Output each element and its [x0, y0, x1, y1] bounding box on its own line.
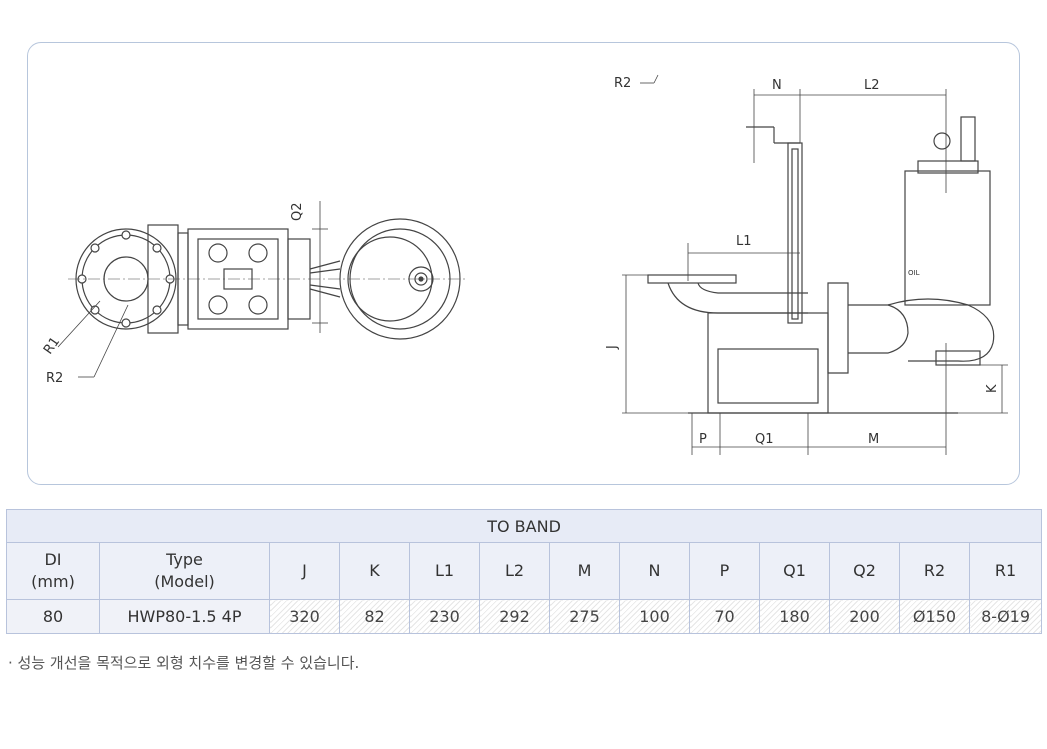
cell-l2: 292 [479, 599, 550, 634]
cell-q2: 200 [829, 599, 900, 634]
cell-l1: 230 [409, 599, 480, 634]
label-oil: OIL [908, 269, 920, 277]
cell-r2: Ø150 [899, 599, 970, 634]
header-di: DI(mm) [6, 542, 100, 600]
cell-m: 275 [549, 599, 620, 634]
label-r2-top: R2 [614, 76, 631, 91]
label-q2: Q2 [290, 202, 305, 221]
header-k: K [339, 542, 410, 600]
label-j: J [605, 345, 620, 350]
table-band-title: TO BAND [5, 509, 1043, 543]
header-n: N [619, 542, 690, 600]
label-n: N [772, 78, 782, 93]
header-q1: Q1 [759, 542, 830, 600]
label-l2: L2 [864, 78, 880, 93]
header-type: Type(Model) [99, 542, 270, 600]
label-k: K [985, 384, 1000, 393]
table-row: 80 HWP80-1.5 4P 320 82 230 292 275 100 7… [6, 599, 1043, 634]
label-r1: R1 [41, 335, 63, 358]
label-l1: L1 [736, 234, 752, 249]
header-r1: R1 [968, 542, 1043, 600]
cell-q1: 180 [759, 599, 830, 634]
header-p: P [689, 542, 760, 600]
table-header-row: DI(mm) Type(Model) J K L1 L2 M N P Q1 Q2… [6, 542, 1043, 600]
cell-type: HWP80-1.5 4P [99, 599, 270, 634]
dimension-drawing-panel: R2 N L2 L1 Q2 R1 R2 J K P Q1 M OIL [27, 42, 1020, 485]
label-q1: Q1 [755, 432, 774, 447]
label-m: M [868, 432, 879, 447]
header-l2: L2 [479, 542, 550, 600]
header-r2: R2 [899, 542, 970, 600]
cell-k: 82 [339, 599, 410, 634]
label-r2-left: R2 [46, 371, 63, 386]
cell-r1: 8-Ø19 [968, 599, 1043, 634]
header-q2: Q2 [829, 542, 900, 600]
side-view [622, 74, 1008, 455]
dimension-table: TO BAND DI(mm) Type(Model) J K L1 L2 M N… [5, 509, 1043, 634]
header-m: M [549, 542, 620, 600]
label-p: P [699, 432, 707, 447]
cell-di: 80 [6, 599, 100, 634]
header-j: J [269, 542, 340, 600]
top-view [57, 201, 468, 378]
pump-dimension-drawing: R2 N L2 L1 Q2 R1 R2 J K P Q1 M OIL [41, 74, 1008, 455]
cell-n: 100 [619, 599, 690, 634]
header-l1: L1 [409, 542, 480, 600]
cell-j: 320 [269, 599, 340, 634]
cell-p: 70 [689, 599, 760, 634]
dimension-change-note: · 성능 개선을 목적으로 외형 치수를 변경할 수 있습니다. [8, 654, 360, 672]
